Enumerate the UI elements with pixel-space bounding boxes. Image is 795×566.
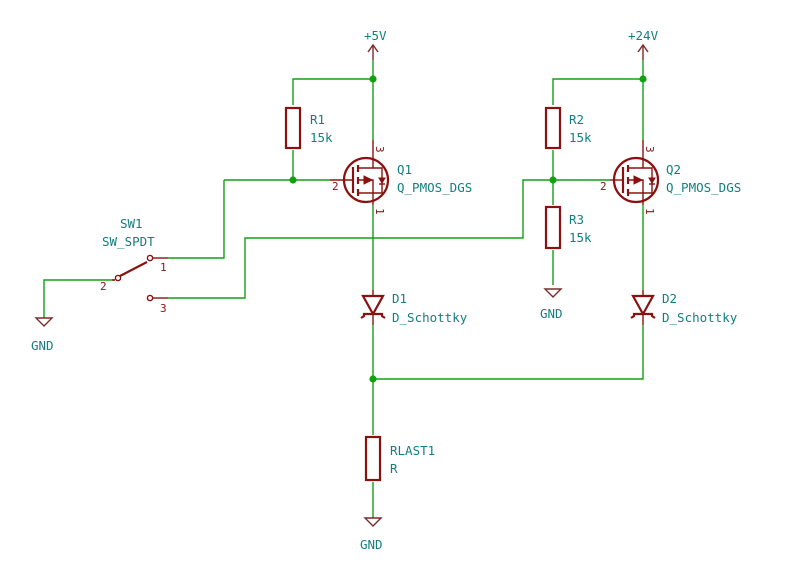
junction-output — [369, 375, 377, 383]
mosfet-q2: 2 3 1 Q2 Q_PMOS_DGS — [600, 140, 741, 215]
gnd-r3: GND — [540, 288, 563, 321]
junction-q2-gate — [549, 176, 557, 184]
r3-ref: R3 — [569, 212, 584, 227]
q1-pin-1: 1 — [373, 208, 386, 215]
diode-d2: D2 D_Schottky — [630, 290, 738, 325]
gnd-rlast-label: GND — [360, 537, 383, 552]
r2-value: 15k — [569, 130, 592, 145]
r2-ref: R2 — [569, 112, 584, 127]
d1-value: D_Schottky — [392, 310, 468, 325]
mosfet-q1: 2 3 1 Q1 Q_PMOS_DGS — [330, 140, 472, 215]
q2-pin-2: 2 — [600, 180, 607, 193]
switch-sw1: 2 1 3 SW1 SW_SPDT — [100, 216, 168, 315]
rlast1-value: R — [390, 461, 398, 476]
r1-value: 15k — [310, 130, 333, 145]
sw1-ref: SW1 — [120, 216, 143, 231]
diode-d1: D1 D_Schottky — [360, 290, 468, 325]
q1-ref: Q1 — [397, 162, 412, 177]
gnd-sw-label: GND — [31, 338, 54, 353]
sw1-pin-2: 2 — [100, 280, 107, 293]
sw1-pin-3: 3 — [160, 302, 167, 315]
d1-ref: D1 — [392, 291, 407, 306]
r1-ref: R1 — [310, 112, 325, 127]
q2-pin-1: 1 — [643, 208, 656, 215]
gnd-r3-label: GND — [540, 306, 563, 321]
rlast1-ref: RLAST1 — [390, 443, 435, 458]
q1-pin-3: 3 — [373, 146, 386, 153]
junction-24v — [639, 75, 647, 83]
r3-value: 15k — [569, 230, 592, 245]
power-24v-label: +24V — [628, 28, 659, 43]
d2-ref: D2 — [662, 291, 677, 306]
gnd-sw: GND — [31, 317, 54, 353]
sw1-pin-1: 1 — [160, 261, 167, 274]
resistor-r1: R1 15k — [284, 106, 333, 150]
q1-value: Q_PMOS_DGS — [397, 180, 472, 195]
d2-value: D_Schottky — [662, 310, 738, 325]
resistor-r2: R2 15k — [544, 106, 592, 150]
resistor-rlast1: RLAST1 R — [364, 435, 435, 482]
power-5v: +5V — [364, 28, 387, 60]
sw1-value: SW_SPDT — [102, 234, 155, 249]
q2-ref: Q2 — [666, 162, 681, 177]
gnd-rlast: GND — [360, 517, 383, 552]
junction-5v — [369, 75, 377, 83]
power-5v-label: +5V — [364, 28, 387, 43]
q2-pin-3: 3 — [643, 146, 656, 153]
resistor-r3: R3 15k — [544, 205, 592, 250]
power-24v: +24V — [628, 28, 659, 60]
junction-q1-gate — [289, 176, 297, 184]
q2-value: Q_PMOS_DGS — [666, 180, 741, 195]
junctions — [289, 75, 647, 383]
q1-pin-2: 2 — [332, 180, 339, 193]
